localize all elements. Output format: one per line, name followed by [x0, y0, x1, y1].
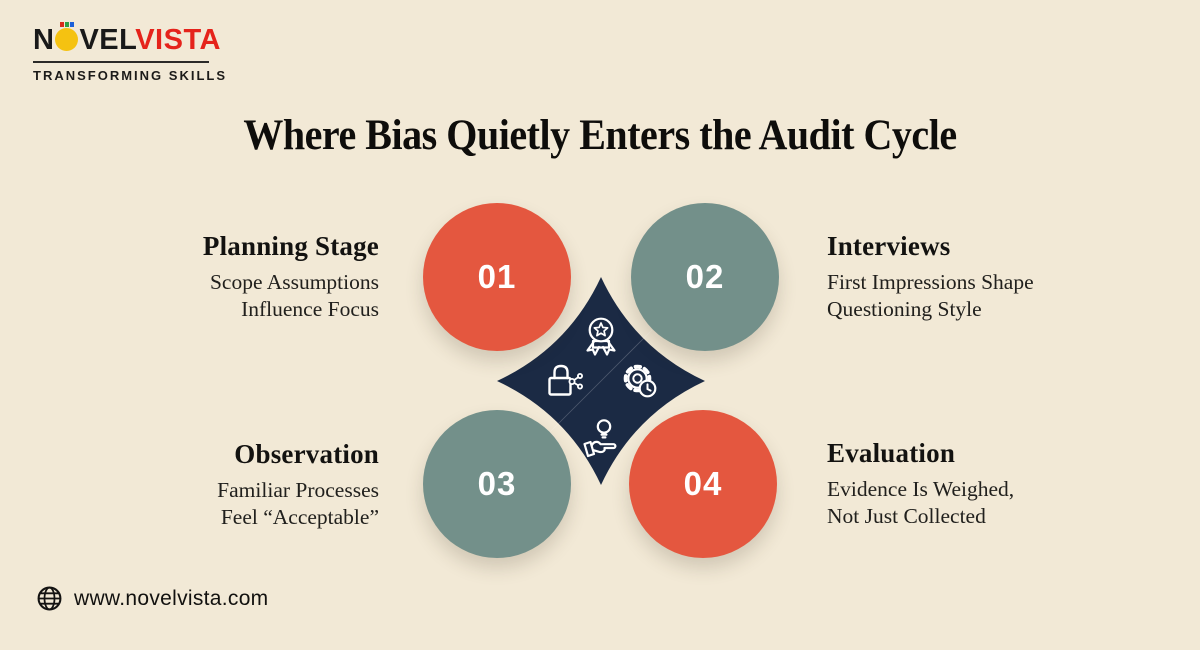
globe-icon	[37, 586, 62, 611]
stage-number-02: 02	[685, 258, 725, 295]
gear-clock-icon	[623, 364, 657, 398]
stage-circle-02: 02	[631, 203, 779, 351]
stage-circle-03: 03	[423, 410, 571, 558]
logo-text-vel: VEL	[79, 24, 136, 56]
stage-title-observation: Observation	[234, 439, 379, 469]
award-star-icon	[586, 317, 616, 356]
lock-share-icon	[548, 364, 584, 396]
center-star	[497, 277, 705, 485]
stage-circle-04: 04	[629, 410, 777, 558]
hand-lightbulb-icon	[583, 419, 617, 458]
stage-description-evaluation: Evidence Is Weighed,Not Just Collected	[827, 477, 1015, 529]
logo-tagline: TRANSFORMING SKILLS	[33, 68, 227, 83]
logo-text-vista: VISTA	[135, 24, 221, 56]
stage-title-interviews: Interviews	[827, 231, 951, 261]
center-star-shape	[497, 277, 705, 485]
website-url: www.novelvista.com	[74, 586, 269, 610]
logo-wordmark: N VELVISTA	[33, 22, 233, 57]
stage-number-01: 01	[477, 258, 517, 295]
footer: www.novelvista.com	[36, 585, 268, 612]
stage-title-evaluation: Evaluation	[827, 438, 956, 468]
lightbulb-o-icon	[54, 22, 79, 52]
logo-text-n: N	[33, 24, 55, 56]
stage-number-04: 04	[683, 465, 723, 502]
page-title: Where Bias Quietly Enters the Audit Cycl…	[243, 112, 957, 159]
stage-number-03: 03	[477, 465, 517, 502]
stage-text-evaluation: Evaluation Evidence Is Weighed,Not Just …	[827, 438, 1014, 531]
bulb-stripes-icon	[59, 22, 74, 27]
stage-circle-01: 01	[423, 203, 571, 351]
logo-divider	[33, 61, 209, 63]
stage-title-planning: Planning Stage	[202, 231, 379, 261]
novelvista-logo: N VELVISTA TRANSFORMING SKILLS	[33, 22, 233, 83]
